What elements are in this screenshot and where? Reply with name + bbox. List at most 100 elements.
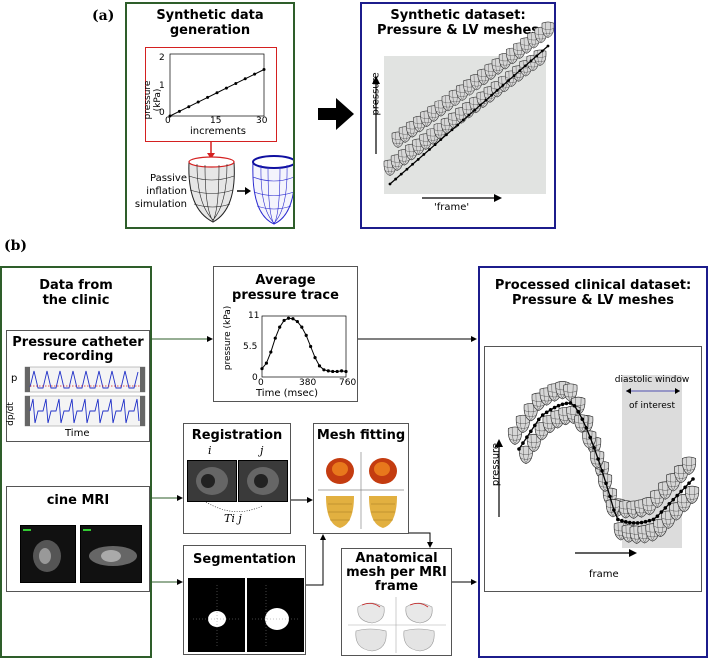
proc-trend-point [608,494,612,499]
syn-trend-point [428,148,431,151]
avg-chart-point [344,369,348,374]
proc-trend-point [588,435,592,440]
proc-trend-point [683,485,687,490]
proc-trend-point [536,417,541,422]
mini-chart-point [253,72,257,76]
avg-chart-point [317,364,322,368]
window-left-arrow-icon [626,388,631,394]
syn-trend-point [445,133,448,137]
proc-x-arrow-icon [629,549,637,557]
avg-chart-point [295,319,299,324]
avg-chart-point [286,316,291,320]
avg-chart-point [269,350,273,354]
proc-trend-point [647,518,652,523]
anatomical-mesh-illustration [348,597,446,653]
synthetic-dataset-ylabel: pressure [370,72,382,116]
avg-title-1: Average [255,273,316,288]
avg-title-2: pressure trace [232,288,339,303]
proc-trend-point [663,506,668,510]
proc-trend-point [620,518,624,523]
mini-chart-xlabel: increments [189,126,247,137]
syn-trend-point [399,172,403,176]
proc-trend-point [548,408,553,412]
syn-y-arrow-icon [372,76,380,84]
segmentation-image-2 [247,578,304,652]
avg-ylabel: pressure (kPa) [223,305,233,371]
registration-image-j [238,460,288,502]
processed-dataset-plot [495,381,700,557]
proc-trend-point [552,405,557,410]
processed-title-1: Processed clinical dataset: [494,278,692,293]
synthetic-dataset-title-2: Pressure & LV meshes [376,23,540,38]
clinic-title-2: the clinic [42,293,110,308]
avg-chart-point [300,325,304,329]
proc-trend-point [691,477,695,481]
cine-mri-panel: cine MRI [6,486,150,592]
proc-mesh-upper-icon [515,414,530,434]
mini-chart-point [224,86,228,90]
mini-xtick-0: 0 [165,116,171,126]
mesh-fitting-illustration [318,452,404,529]
proc-trend-point [576,409,581,414]
sim-label-2: inflation [146,186,187,197]
syn-trend-point [507,79,510,82]
registration-i-label: i [208,444,212,457]
catheter-title-1: Pressure catheter [12,335,144,350]
segmentation-title: Segmentation [193,552,296,567]
proc-trend-point [655,514,660,518]
syn-trend-point [433,143,437,146]
mini-chart-point [262,68,266,71]
catheter-p-label: p [11,373,18,384]
proc-trend-point [517,447,521,451]
clinic-data-box: Data from the clinic Pressure catheter r… [0,266,152,658]
mini-chart-point [234,81,238,85]
sim-label-3: simulation [134,199,187,210]
processed-title-2: Pressure & LV meshes [511,293,675,308]
window-right-arrow-icon [675,388,680,394]
syn-x-arrow-icon [494,194,502,202]
avg-xtick-380: 380 [299,378,317,388]
avg-chart-point [291,317,295,321]
segmentation-box: Segmentation [183,545,306,655]
syn-trend-point [540,49,544,53]
proc-trend-point [627,520,632,525]
mini-ytick-1: 1 [159,81,165,91]
proc-trend-point [529,429,533,434]
proc-trend-point [564,401,569,406]
synthetic-dataset-title-1: Synthetic dataset: [390,8,526,23]
syn-trend-point [529,59,533,63]
synthetic-dataset-box: Synthetic dataset: Pressure & LV meshes … [360,2,556,229]
mini-xtick-15: 15 [210,116,222,126]
mini-chart-point [177,109,181,113]
mesh-fitting-box: Mesh fitting [313,423,409,534]
cine-mri-image-2 [80,525,142,583]
proc-trend-point [631,521,636,525]
mini-xtick-30: 30 [256,116,268,126]
proc-trend-point [671,497,676,502]
avg-chart-point [273,336,277,340]
proc-mesh-upper-icon [523,403,538,422]
diastolic-window-label-2: of interest [628,401,676,411]
proc-trend-point [612,508,616,512]
syn-trend-point [461,118,465,122]
avg-chart-point [313,355,317,360]
syn-trend-point [422,153,426,156]
proc-mesh-upper-icon [507,426,523,445]
registration-box: Registration i j Ti j [183,423,291,534]
sim-label: Passive inflation simulation [131,172,187,211]
synthetic-generation-box: Synthetic data generation pressure (kPa)… [125,2,295,229]
proc-trend-point [659,510,664,514]
proc-trend-point [639,520,644,525]
proc-trend-point [616,517,620,522]
registration-image-i [187,460,237,502]
mini-chart-frame: pressure (kPa) increments 0 15 30 0 1 2 [143,47,277,142]
avg-chart-point [326,369,330,373]
proc-trend-point [584,425,589,430]
syn-trend-point [388,182,392,186]
processed-plot-frame: diastolic window of interest pressure fr… [484,346,702,592]
mini-chart-point [196,100,200,104]
proc-trend-point [604,481,608,486]
avg-xtick-0: 0 [258,378,264,388]
cine-mri-image-1 [20,525,76,583]
synthetic-generation-title-2: generation [169,23,251,38]
